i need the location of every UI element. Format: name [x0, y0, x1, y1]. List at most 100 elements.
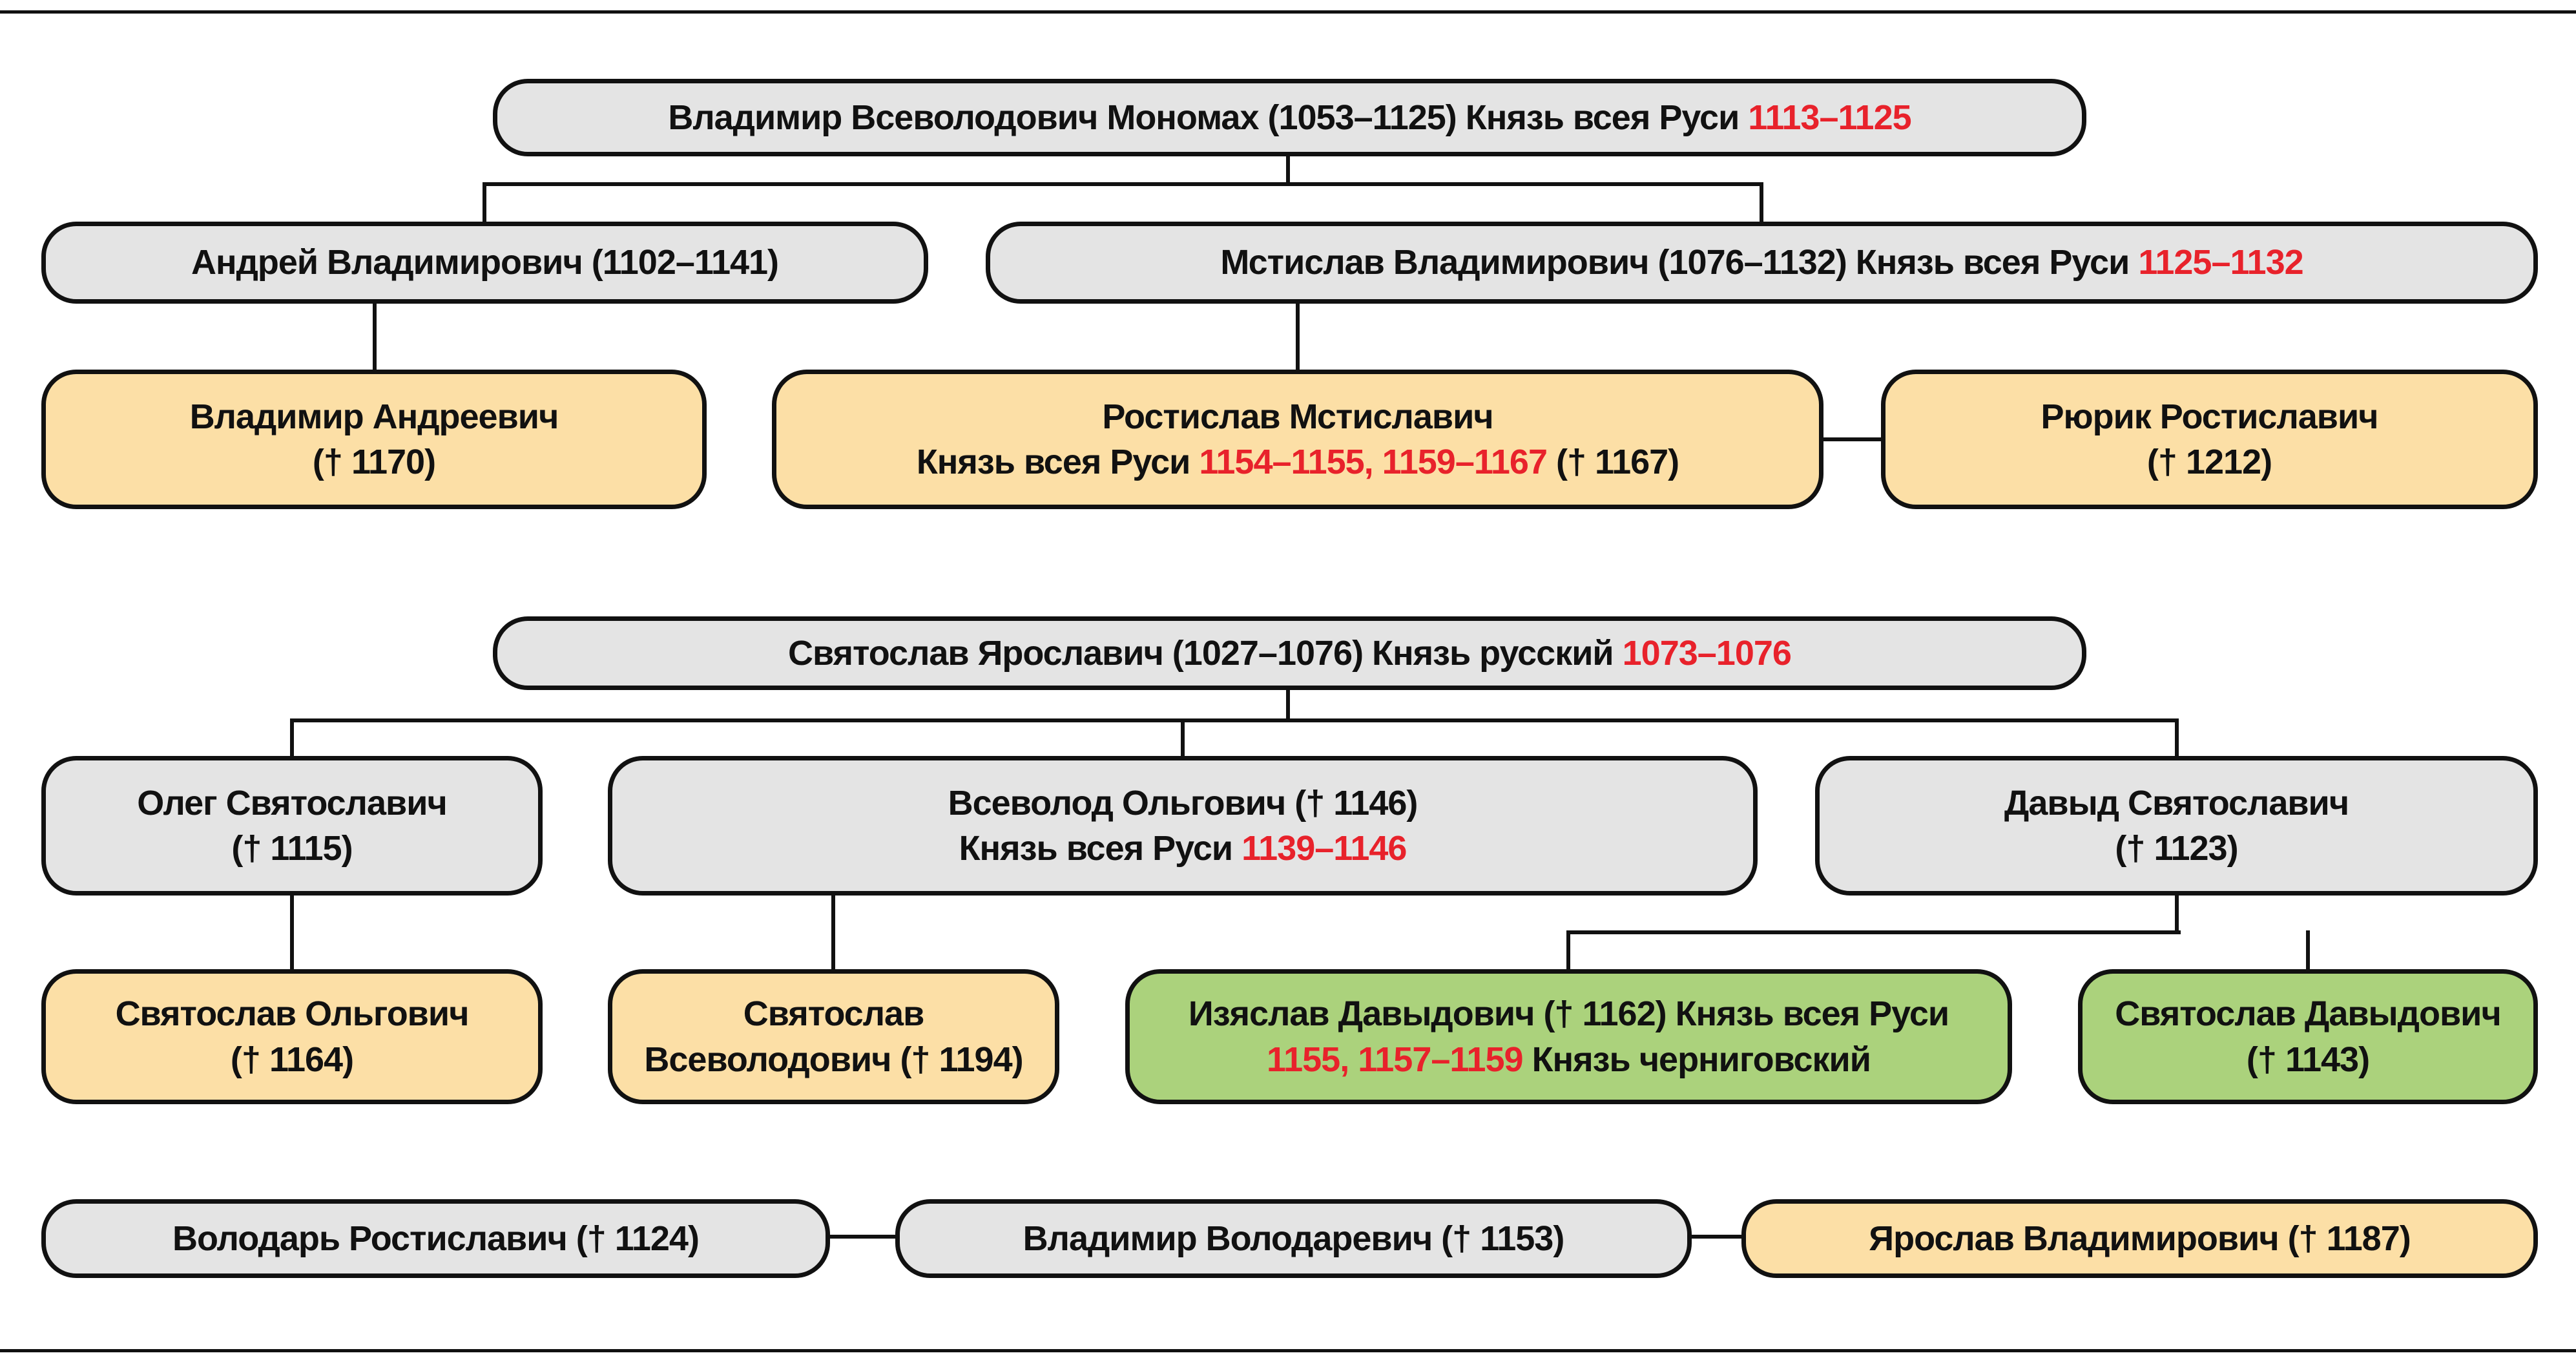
death-text: († 1170) [312, 443, 436, 481]
connector-svyatoslav-children-bar [290, 718, 2179, 722]
bottom-rule [0, 1349, 2576, 1352]
title-text: Князь черниговский [1532, 1040, 1871, 1079]
name-text: Давыд Святославич [2004, 783, 2349, 822]
death-text: († 1123) [2115, 829, 2238, 868]
name-text: Изяслав Давыдович († 1162) Князь всея Ру… [1188, 994, 1949, 1034]
title-text: Князь всея Руси [916, 443, 1190, 481]
name-text: Святослав [743, 994, 925, 1034]
node-death-line: († 1123) [2115, 826, 2238, 871]
connector-drop-svyatoslav-davydovich [2306, 930, 2310, 969]
node-andrey-vladimirovich: Андрей Владимирович (1102–1141) [41, 222, 928, 304]
node-label: Владимир Володаревич († 1153) [1023, 1216, 1565, 1261]
node-name-line: Владимир Андреевич [190, 394, 559, 439]
connector-andrey-vladimir [373, 304, 377, 370]
name-text: Всеволод Ольгович († 1146) [948, 783, 1418, 822]
node-reign-line: 1155, 1157–1159 Князь черниговский [1267, 1037, 1871, 1082]
node-name-line: Олег Святославич [137, 781, 448, 826]
connector-rostislav-ryurik [1823, 437, 1881, 441]
connector-drop-mstislav [1760, 182, 1763, 222]
node-name-line: Давыд Святославич [2004, 781, 2349, 826]
node-death-line: († 1212) [2147, 439, 2272, 485]
reign-dates: 1155, 1157–1159 [1267, 1040, 1523, 1079]
node-vsevolod-olgovich: Всеволод Ольгович († 1146) Князь всея Ру… [608, 756, 1758, 896]
node-vladimir-monomakh: Владимир Всеволодович Мономах (1053–1125… [493, 79, 2086, 156]
name-text: Владимир Володаревич († 1153) [1023, 1219, 1565, 1258]
node-svyatoslav-vsevolodovich: Святослав Всеволодович († 1194) [608, 969, 1059, 1104]
name-text: Мстислав Владимирович (1076–1132) Князь … [1220, 243, 2130, 282]
node-name-line: Всеволод Ольгович († 1146) [948, 781, 1418, 826]
connector-vladimir-yaroslav [1692, 1235, 1741, 1239]
node-death-line: († 1143) [2246, 1037, 2370, 1082]
connector-monomakh-stem [1286, 156, 1290, 186]
name-text: Святослав Ольгович [115, 994, 470, 1034]
node-name-line: Рюрик Ростиславич [2041, 394, 2378, 439]
node-svyatoslav-yaroslavich: Святослав Ярославич (1027–1076) Князь ру… [493, 616, 2086, 690]
node-vladimir-volodarevich: Владимир Володаревич († 1153) [895, 1199, 1692, 1278]
death-text: († 1164) [230, 1040, 354, 1079]
node-volodar-rostislavich: Володарь Ростиславич († 1124) [41, 1199, 830, 1278]
connector-volodar-vladimir [830, 1235, 895, 1239]
connector-drop-izyaslav [1566, 930, 1570, 969]
connector-drop-davyd [2175, 718, 2179, 756]
title-text: Князь всея Руси [959, 829, 1233, 868]
death-text: († 1167) [1556, 443, 1679, 481]
node-oleg-svyatoslavich: Олег Святославич († 1115) [41, 756, 543, 896]
node-yaroslav-vladimirovich: Ярослав Владимирович († 1187) [1741, 1199, 2538, 1278]
node-svyatoslav-davydovich: Святослав Давыдович († 1143) [2078, 969, 2538, 1104]
reign-dates: 1154–1155, 1159–1167 [1199, 443, 1548, 481]
top-rule [0, 10, 2576, 14]
node-label: Ярослав Владимирович († 1187) [1869, 1216, 2411, 1261]
connector-vsevolod-child [831, 896, 835, 969]
node-davyd-svyatoslavich: Давыд Святославич († 1123) [1815, 756, 2538, 896]
node-label: Володарь Ростиславич († 1124) [172, 1216, 700, 1261]
node-label: Святослав Ярославич (1027–1076) Князь ру… [788, 631, 1792, 676]
node-death-line: († 1164) [230, 1037, 354, 1082]
node-rostislav-mstislavich: Ростислав Мстиславич Князь всея Руси 115… [772, 370, 1823, 509]
node-vladimir-andreevich: Владимир Андреевич († 1170) [41, 370, 707, 509]
connector-drop-andrey [483, 182, 486, 222]
node-svyatoslav-olgovich: Святослав Ольгович († 1164) [41, 969, 543, 1104]
death-text: († 1143) [2246, 1040, 2370, 1079]
name-text: Володарь Ростиславич († 1124) [172, 1219, 700, 1258]
name-text: Рюрик Ростиславич [2041, 397, 2378, 436]
name-death-text: Всеволодович († 1194) [644, 1040, 1023, 1079]
node-name-line: Изяслав Давыдович († 1162) Князь всея Ру… [1189, 991, 1949, 1036]
node-death-line: († 1170) [312, 439, 436, 485]
node-label: Владимир Всеволодович Мономах (1053–1125… [668, 95, 1911, 140]
connector-monomakh-children-bar [483, 182, 1763, 186]
reign-dates: 1113–1125 [1748, 98, 1911, 137]
connector-davyd-children-bar [1566, 930, 2181, 934]
name-text: Андрей Владимирович (1102–1141) [191, 243, 779, 282]
node-name-line: Святослав Ольгович [115, 991, 470, 1036]
name-text: Святослав Давыдович [2115, 994, 2501, 1034]
node-label: Мстислав Владимирович (1076–1132) Князь … [1220, 240, 2303, 285]
node-mstislav-vladimirovich: Мстислав Владимирович (1076–1132) Князь … [986, 222, 2538, 304]
reign-dates: 1125–1132 [2138, 243, 2303, 282]
connector-drop-vsevolod [1181, 718, 1185, 756]
connector-svyatoslav-stem [1286, 690, 1290, 722]
death-text: († 1212) [2146, 443, 2272, 481]
node-death-line: († 1115) [231, 826, 353, 871]
node-name-line: Святослав [743, 991, 925, 1036]
node-izyaslav-davydovich: Изяслав Давыдович († 1162) Князь всея Ру… [1125, 969, 2012, 1104]
connector-drop-oleg [290, 718, 294, 756]
name-text: Владимир Всеволодович Мономах (1053–1125… [668, 98, 1740, 137]
connector-davyd-stem [2175, 896, 2179, 934]
connector-oleg-child [290, 896, 294, 969]
node-ryurik-rostislavich: Рюрик Ростиславич († 1212) [1881, 370, 2538, 509]
reign-dates: 1139–1146 [1241, 829, 1407, 868]
connector-mstislav-rostislav [1296, 304, 1300, 370]
node-name-line: Ростислав Мстиславич [1102, 394, 1493, 439]
node-reign-line: Князь всея Руси 1139–1146 [959, 826, 1407, 871]
name-text: Святослав Ярославич (1027–1076) Князь ру… [788, 633, 1614, 673]
node-name-line: Святослав Давыдович [2115, 991, 2501, 1036]
name-text: Ярослав Владимирович († 1187) [1869, 1219, 2411, 1258]
node-label: Андрей Владимирович (1102–1141) [191, 240, 779, 285]
name-text: Владимир Андреевич [189, 397, 559, 436]
node-death-line: Всеволодович († 1194) [644, 1037, 1023, 1082]
reign-dates: 1073–1076 [1622, 633, 1792, 673]
name-text: Олег Святославич [137, 783, 448, 822]
death-text: († 1115) [231, 829, 353, 868]
name-text: Ростислав Мстиславич [1102, 397, 1493, 436]
node-reign-line: Князь всея Руси 1154–1155, 1159–1167 († … [917, 439, 1679, 485]
